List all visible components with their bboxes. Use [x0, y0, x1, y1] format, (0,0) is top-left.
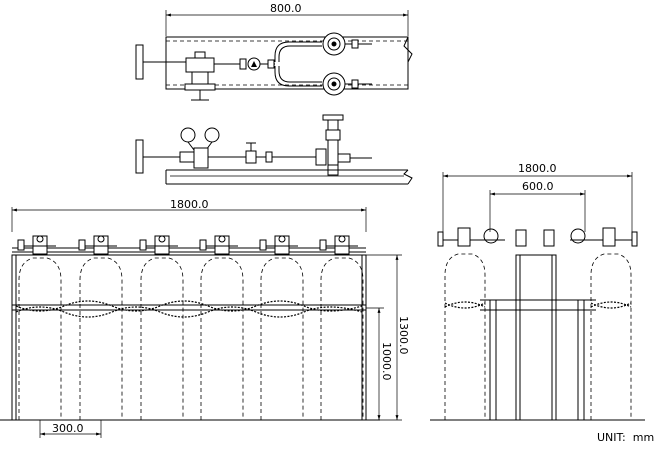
- cylinder-1: [17, 235, 62, 421]
- middle-elevation-view: [135, 114, 413, 185]
- unit-label: UNIT: mm: [597, 431, 655, 444]
- cylinder-5: [259, 235, 304, 421]
- dim-cylinder-pitch: 300.0: [52, 422, 84, 435]
- side-view: 1800.0 600.0: [430, 162, 645, 421]
- safety-chain: [15, 306, 363, 318]
- dim-side-inner-width: 600.0: [522, 180, 554, 193]
- dim-top-width: 800.0: [270, 2, 302, 15]
- top-plan-view: 800.0: [135, 2, 413, 101]
- cylinder-2: [78, 235, 123, 421]
- dim-front-height-chain: 1000.0: [380, 342, 393, 381]
- cylinder-6: [319, 235, 364, 421]
- dim-front-width: 1800.0: [170, 198, 209, 211]
- dim-side-width: 1800.0: [518, 162, 557, 175]
- front-view: 1800.0: [0, 198, 410, 438]
- dim-front-height-total: 1300.0: [397, 316, 410, 355]
- cylinder-4: [199, 235, 244, 421]
- cylinder-3: [139, 235, 184, 421]
